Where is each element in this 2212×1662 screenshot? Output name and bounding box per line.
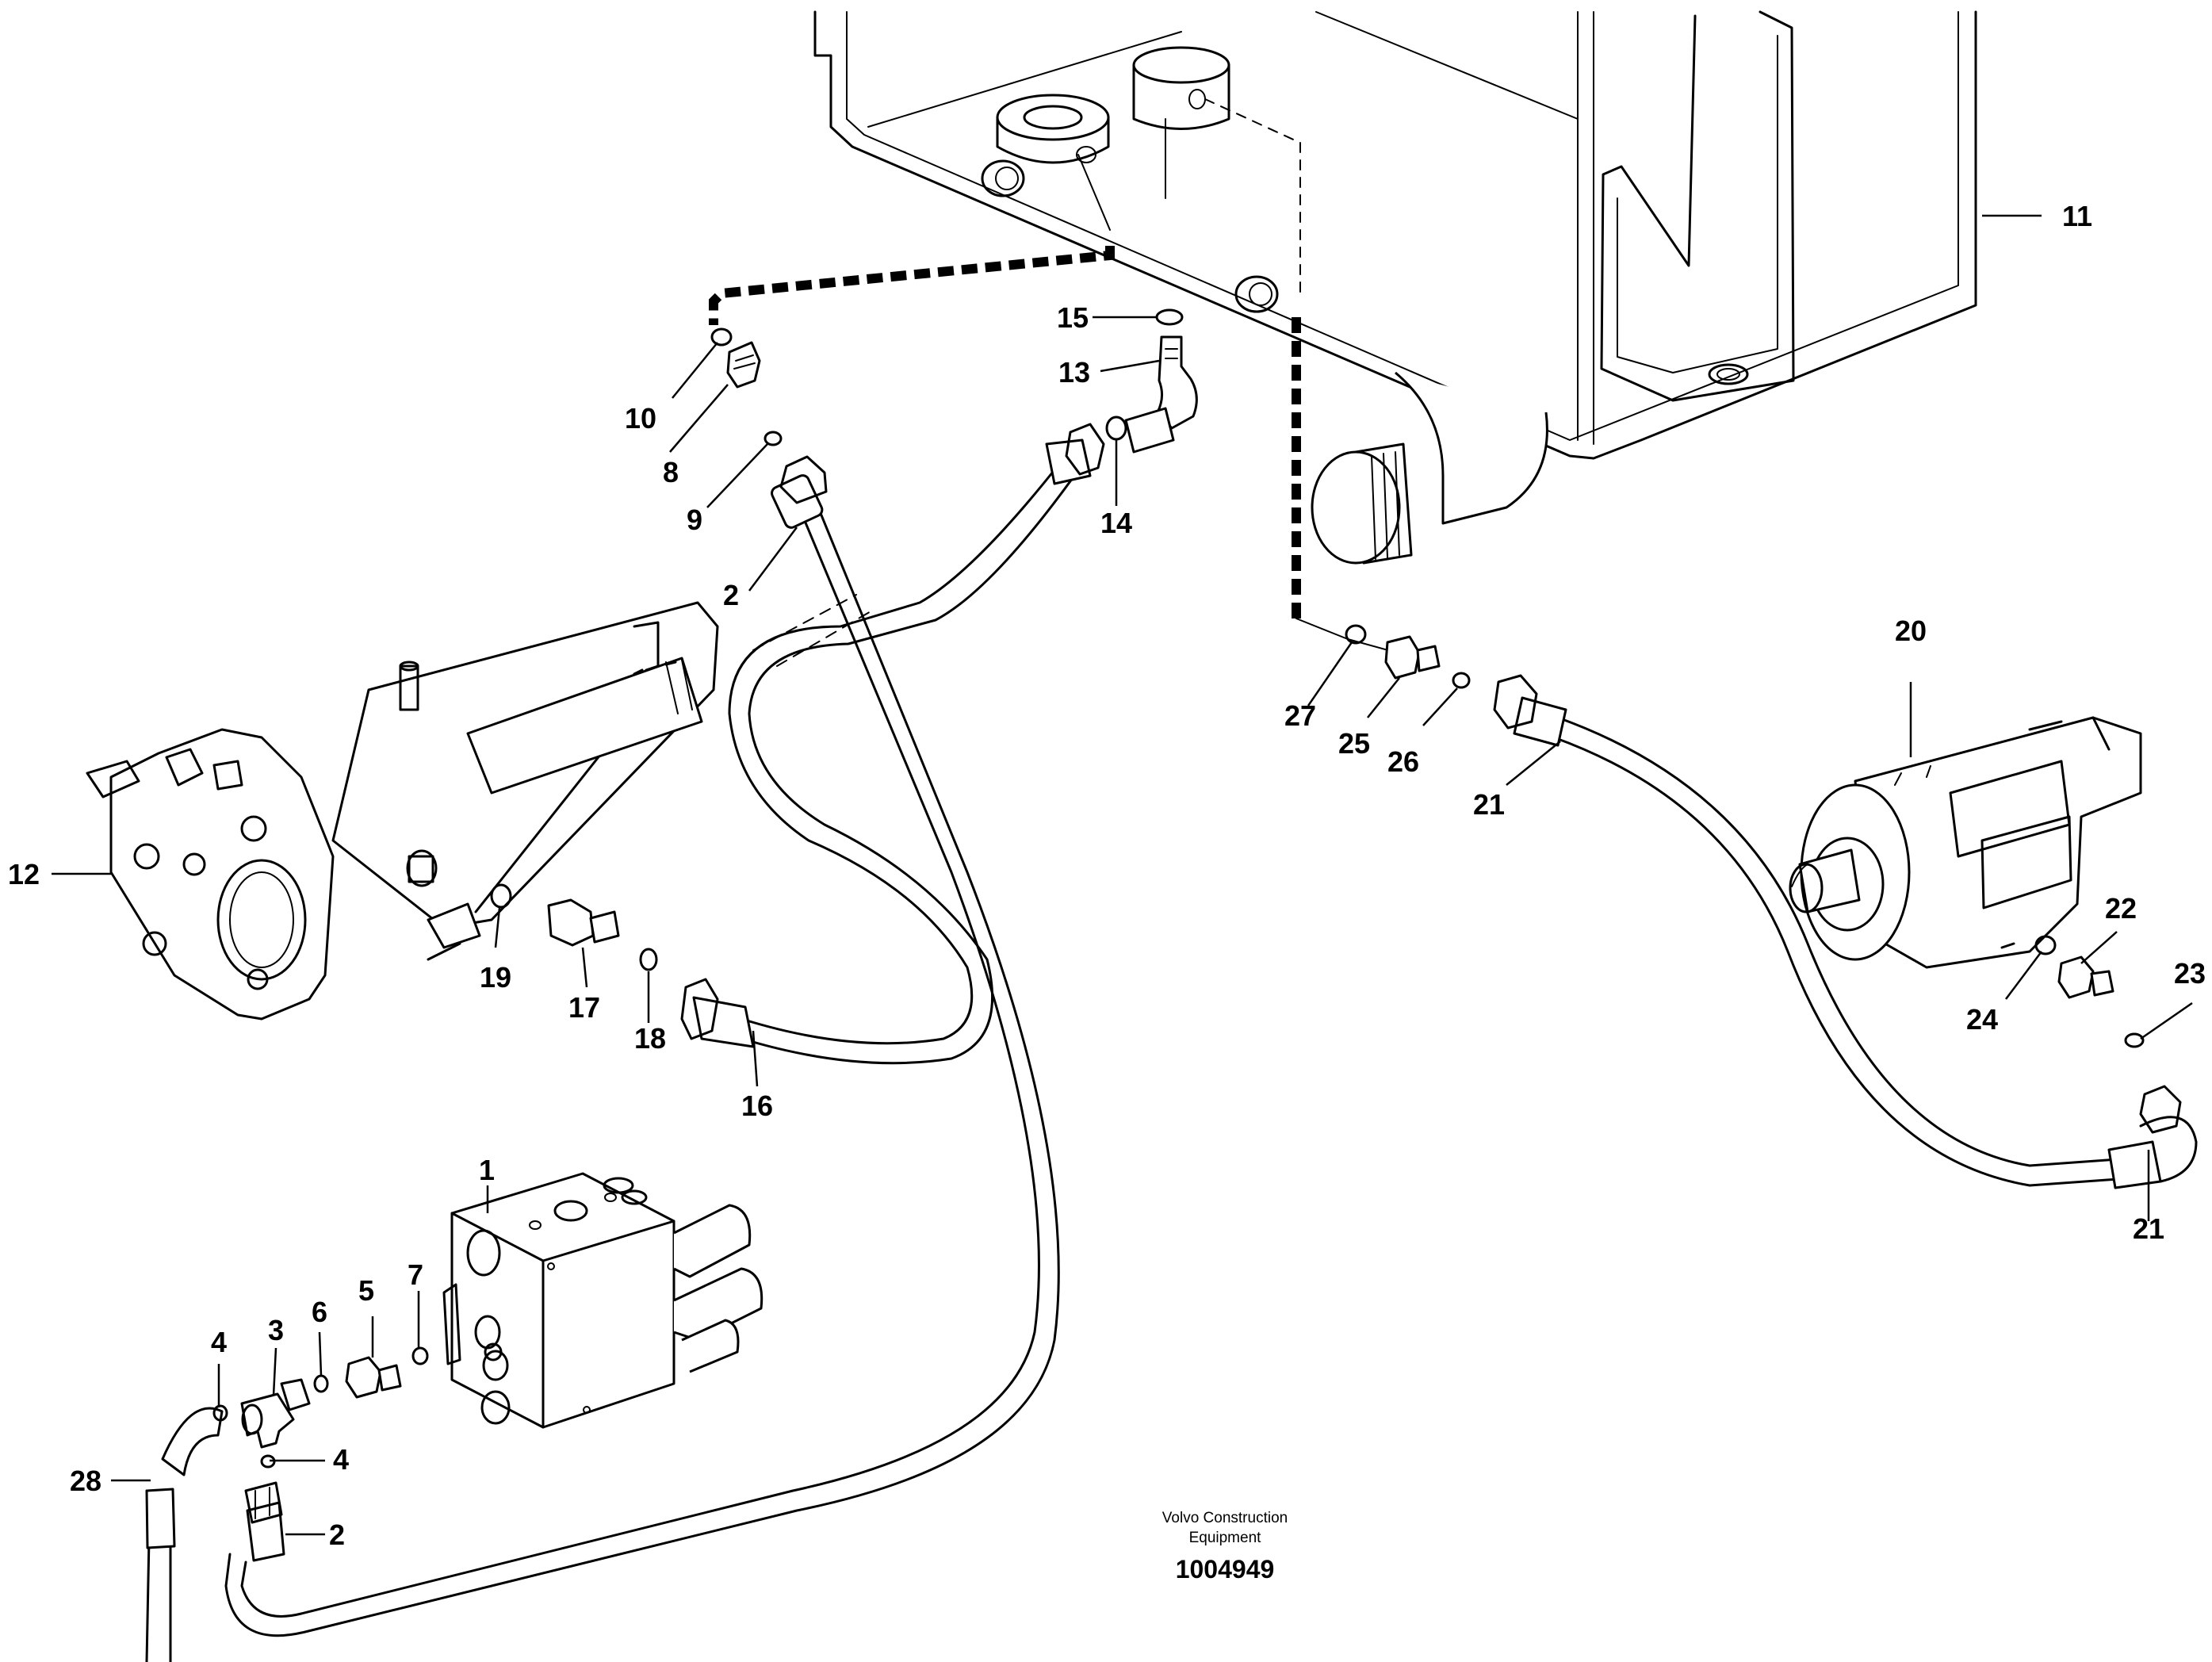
callout-21-lower: 21	[2133, 1212, 2164, 1245]
hose-16-upper-fitting	[1045, 423, 1105, 485]
callout-18: 18	[634, 1022, 666, 1055]
callout-10: 10	[625, 402, 656, 435]
hydraulic-motor-20	[1789, 716, 2142, 969]
callout-20: 20	[1895, 615, 1927, 647]
tank-port-fitting	[981, 159, 1279, 313]
callout-21-upper: 21	[1473, 788, 1505, 821]
callout-22: 22	[2105, 892, 2137, 925]
valve-block-1	[442, 1172, 763, 1429]
dashed-hose-route-left	[709, 246, 1115, 325]
hydraulic-tank	[813, 10, 1977, 565]
hydraulic-pump-12	[86, 601, 719, 1021]
caption-line-2: Equipment	[1189, 1530, 1262, 1546]
hose-2-long	[224, 455, 1060, 1637]
leader-lines	[52, 214, 2193, 1536]
callout-7: 7	[408, 1258, 423, 1291]
hose-21-right-fitting	[2107, 1085, 2198, 1189]
fittings	[240, 335, 2114, 1562]
callout-17: 17	[568, 991, 600, 1024]
callout-14: 14	[1100, 507, 1132, 539]
drawing-number: 1004949	[1176, 1555, 1275, 1583]
callout-24: 24	[1966, 1003, 1998, 1036]
callout-2-lower: 2	[329, 1518, 345, 1551]
callout-8: 8	[663, 456, 679, 488]
callout-5: 5	[358, 1274, 374, 1307]
callout-12: 12	[8, 858, 40, 890]
callout-6: 6	[312, 1296, 327, 1328]
diagram-caption: Volvo Construction Equipment 1004949	[1162, 1510, 1288, 1583]
callout-28: 28	[70, 1465, 101, 1497]
tank-plug-exploded	[996, 46, 1301, 294]
hose-28	[145, 1407, 224, 1662]
caption-line-1: Volvo Construction	[1162, 1510, 1288, 1526]
callout-3: 3	[268, 1314, 284, 1346]
hose-21-left-fitting	[1493, 674, 1567, 747]
callout-1: 1	[479, 1154, 495, 1186]
callout-15: 15	[1057, 301, 1089, 334]
callout-11: 11	[2062, 200, 2092, 232]
callout-4-left: 4	[211, 1326, 227, 1358]
tank-outlet-pipe	[1311, 371, 1548, 565]
callout-9: 9	[687, 504, 702, 536]
callout-labels: 1 2 2 3 4 4 5 6 7 8 9 10 11 12 13 14 15 …	[8, 200, 2206, 1551]
hose-16-end-fitting	[680, 978, 755, 1048]
callout-4-right: 4	[333, 1443, 349, 1476]
callout-19: 19	[480, 961, 511, 994]
callout-2-upper: 2	[723, 579, 739, 611]
callout-16: 16	[741, 1089, 773, 1122]
hose-2-end-fitting	[771, 455, 828, 529]
callout-25: 25	[1338, 727, 1370, 760]
hose-16	[680, 423, 1105, 1065]
callout-13: 13	[1058, 356, 1090, 389]
callout-26: 26	[1387, 745, 1419, 778]
callout-27: 27	[1284, 699, 1316, 732]
callout-23: 23	[2174, 957, 2206, 990]
